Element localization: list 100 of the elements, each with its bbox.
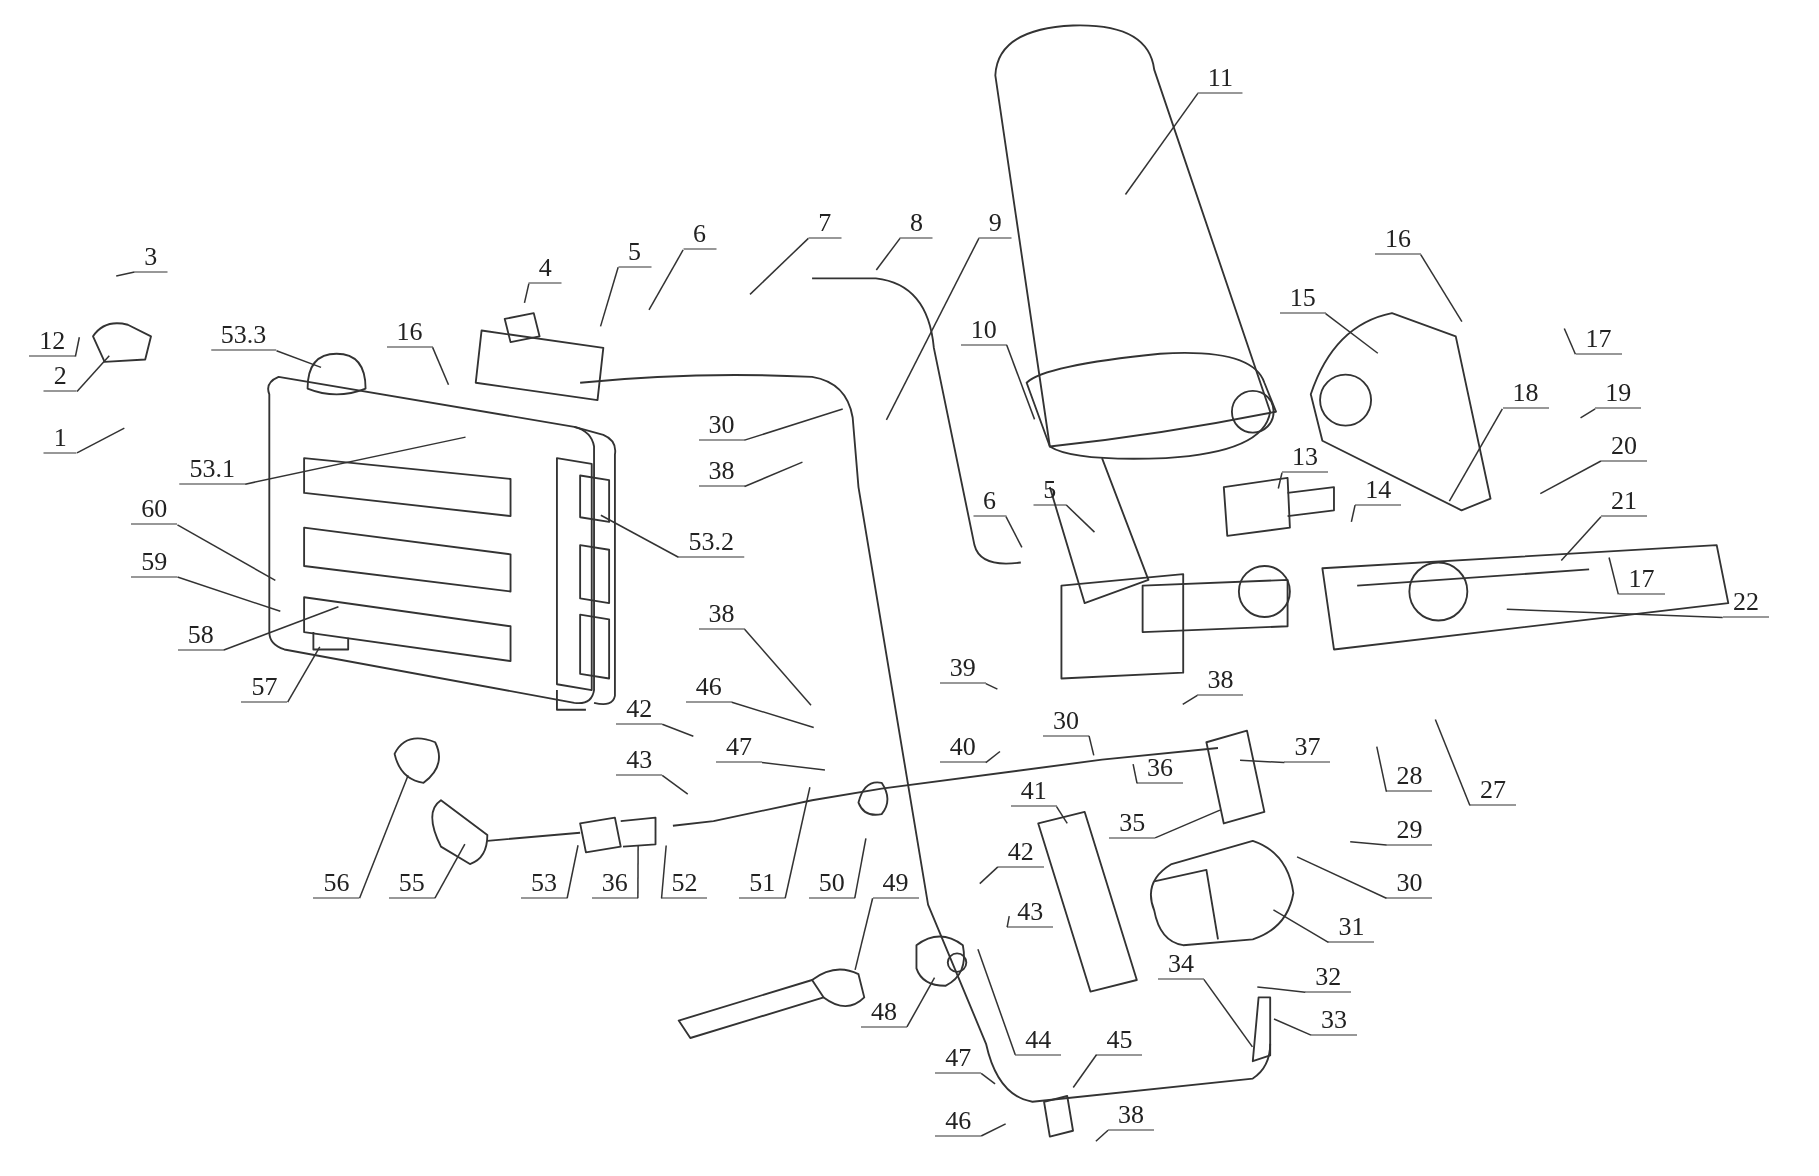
leader-line bbox=[1579, 408, 1596, 419]
callout-number: 47 bbox=[715, 733, 762, 763]
callout-number: 42 bbox=[616, 695, 663, 725]
leader-line bbox=[1006, 915, 1010, 928]
callout-number: 16 bbox=[1374, 225, 1421, 255]
callout-number: 40 bbox=[939, 733, 986, 763]
leader-line bbox=[566, 844, 579, 899]
callout-number: 17 bbox=[1575, 325, 1622, 355]
leader-line bbox=[743, 408, 844, 441]
callout-number: 35 bbox=[1109, 809, 1156, 839]
leader-line bbox=[1539, 460, 1602, 495]
leader-line bbox=[1448, 408, 1504, 502]
leader-line bbox=[1563, 327, 1577, 356]
leader-line bbox=[731, 701, 815, 729]
leader-line bbox=[1088, 735, 1095, 757]
leader-line bbox=[74, 336, 81, 358]
leader-line bbox=[1560, 515, 1602, 562]
callout-number: 43 bbox=[616, 746, 663, 776]
callout-number: 22 bbox=[1722, 588, 1769, 618]
leader-line bbox=[1506, 608, 1724, 619]
leader-line bbox=[661, 723, 695, 737]
callout-number: 53.3 bbox=[210, 321, 277, 351]
callout-number: 46 bbox=[935, 1107, 982, 1137]
leader-line bbox=[1273, 1018, 1312, 1036]
leader-line bbox=[985, 682, 999, 690]
callout-number: 45 bbox=[1096, 1026, 1143, 1056]
leader-line bbox=[784, 786, 811, 899]
leader-line bbox=[637, 844, 639, 899]
callout-number: 36 bbox=[1137, 754, 1184, 784]
leader-line bbox=[743, 461, 804, 488]
leader-line bbox=[977, 948, 1017, 1056]
leader-line bbox=[906, 976, 936, 1028]
callout-number: 9 bbox=[978, 209, 1012, 239]
callout-number: 15 bbox=[1279, 284, 1326, 314]
callout-number: 36 bbox=[591, 869, 638, 899]
leader-line bbox=[1277, 471, 1283, 490]
leader-line bbox=[1349, 841, 1388, 846]
leader-line bbox=[1132, 763, 1138, 785]
callout-number: 12 bbox=[29, 327, 76, 357]
callout-number: 7 bbox=[808, 209, 842, 239]
callout-number: 55 bbox=[388, 869, 435, 899]
leader-line bbox=[523, 282, 530, 304]
leader-line bbox=[1608, 556, 1620, 596]
callout-number: 57 bbox=[241, 673, 288, 703]
leader-line bbox=[985, 750, 1001, 764]
leader-line bbox=[1419, 253, 1463, 323]
callout-number: 5 bbox=[1033, 476, 1067, 506]
callout-number: 4 bbox=[528, 254, 562, 284]
callout-number: 56 bbox=[313, 869, 360, 899]
callout-number: 41 bbox=[1010, 777, 1057, 807]
callout-number: 27 bbox=[1470, 776, 1516, 806]
callout-number: 38 bbox=[698, 457, 745, 487]
leader-line bbox=[275, 350, 322, 369]
callout-number: 6 bbox=[973, 487, 1007, 517]
leader-line bbox=[1005, 344, 1036, 421]
callout-number: 52 bbox=[661, 869, 708, 899]
leader-line bbox=[244, 436, 467, 485]
leader-line bbox=[1376, 745, 1388, 793]
leader-line bbox=[1005, 515, 1023, 549]
leader-line bbox=[1203, 978, 1254, 1048]
leader-line bbox=[1296, 856, 1388, 899]
leader-line bbox=[885, 237, 980, 421]
callout-number: 50 bbox=[808, 869, 855, 899]
leader-line bbox=[599, 266, 619, 328]
callout-number: 32 bbox=[1305, 963, 1352, 993]
leader-line bbox=[761, 761, 826, 771]
leader-line bbox=[1272, 909, 1330, 944]
callout-number: 43 bbox=[1007, 898, 1054, 928]
callout-number: 53.1 bbox=[179, 455, 246, 485]
callout-number: 49 bbox=[872, 869, 919, 899]
callout-number: 20 bbox=[1601, 432, 1648, 462]
callout-number: 46 bbox=[685, 673, 732, 703]
callout-number: 53.2 bbox=[678, 528, 744, 558]
leader-line bbox=[600, 514, 680, 559]
leader-line bbox=[115, 271, 136, 277]
callout-number: 30 bbox=[1386, 869, 1433, 899]
callout-number: 53 bbox=[521, 869, 568, 899]
leader-line bbox=[1256, 986, 1306, 993]
callout-number: 13 bbox=[1282, 443, 1329, 473]
callout-number: 60 bbox=[131, 495, 178, 525]
callout-number: 59 bbox=[131, 548, 178, 578]
callout-number: 47 bbox=[935, 1044, 982, 1074]
leader-line bbox=[1065, 504, 1096, 533]
leader-line bbox=[660, 844, 667, 899]
leader-line bbox=[661, 774, 689, 795]
callout-number: 21 bbox=[1601, 487, 1648, 517]
leader-line bbox=[1055, 805, 1068, 825]
callout-number: 6 bbox=[683, 221, 716, 250]
callout-number: 42 bbox=[997, 838, 1044, 868]
leader-line bbox=[76, 427, 126, 454]
callout-number: 11 bbox=[1197, 64, 1243, 94]
leader-line bbox=[1434, 718, 1471, 807]
callout-number: 31 bbox=[1328, 913, 1375, 943]
callout-number: 37 bbox=[1284, 733, 1331, 763]
callout-number: 3 bbox=[134, 243, 168, 273]
callout-number: 38 bbox=[698, 600, 745, 630]
leader-line bbox=[854, 837, 867, 899]
leader-line bbox=[1072, 1054, 1098, 1089]
leader-line bbox=[648, 249, 684, 311]
callout-number: 16 bbox=[386, 318, 433, 348]
